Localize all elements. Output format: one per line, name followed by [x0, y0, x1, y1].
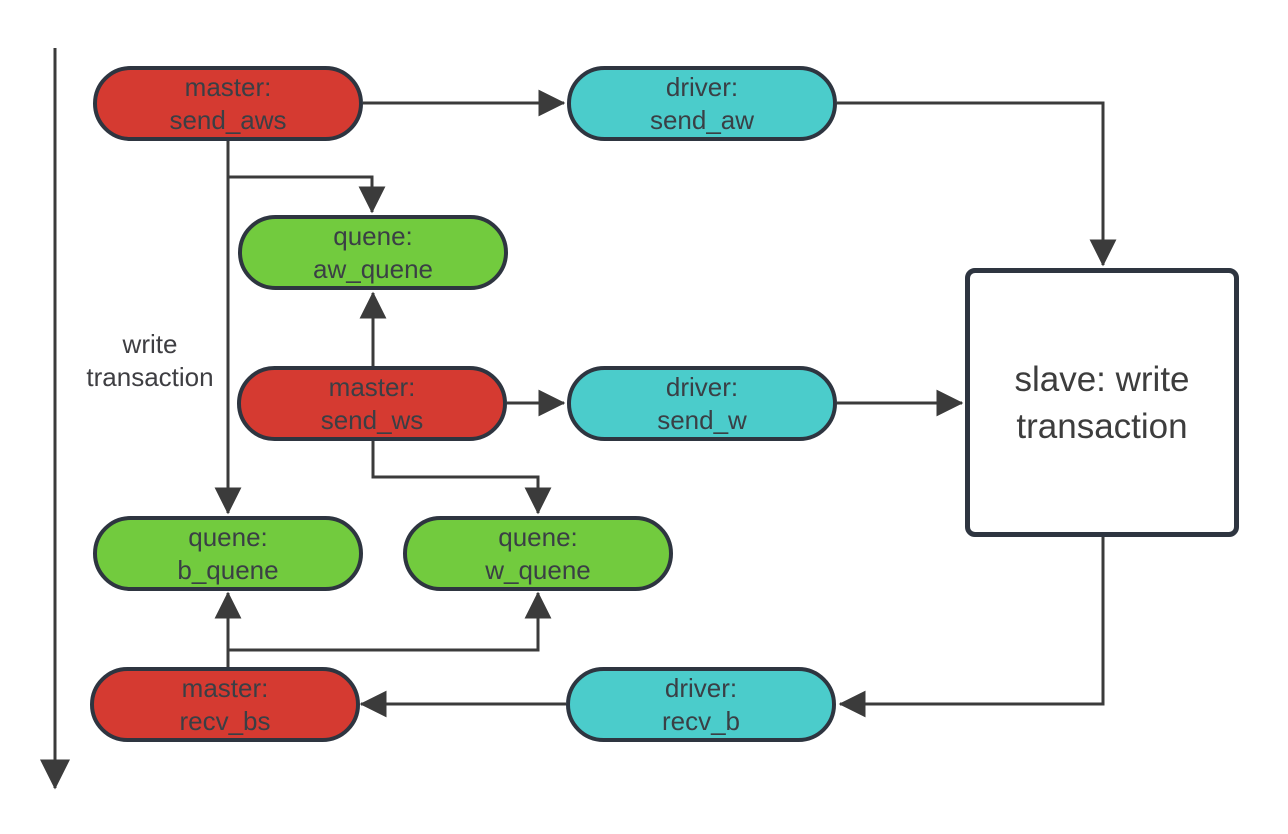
node-driver-send-w-line2: send_w	[657, 404, 747, 435]
node-quene-aw-quene-line1: quene:	[333, 220, 413, 251]
node-master-send-aws-line1: master:	[184, 71, 272, 102]
node-driver-recv-b-line1: driver:	[664, 672, 738, 703]
node-quene-b-quene-line2: b_quene	[177, 554, 279, 585]
node-driver-send-aw-line1: driver:	[665, 71, 739, 102]
edge-send-aw-to-slave	[837, 101, 1117, 267]
node-slave-write-transaction: slave: write transaction	[965, 268, 1239, 537]
node-quene-b-quene-line1: quene:	[188, 521, 268, 552]
write-transaction-label-line1: write	[122, 329, 178, 359]
node-quene-w-quene-line2: w_quene	[485, 554, 591, 585]
node-driver-recv-b: driver: recv_b	[566, 667, 836, 742]
node-master-recv-bs-line2: recv_bs	[179, 705, 271, 736]
node-driver-send-w-line1: driver:	[665, 371, 739, 402]
node-master-send-ws: master: send_ws	[237, 366, 507, 441]
node-master-send-aws: master: send_aws	[93, 66, 363, 141]
node-master-send-aws-line2: send_aws	[169, 104, 287, 135]
node-quene-aw-quene-line2: aw_quene	[313, 253, 433, 284]
node-driver-send-aw-line2: send_aw	[649, 104, 755, 135]
node-driver-recv-b-line2: recv_b	[661, 705, 741, 736]
node-master-send-ws-line2: send_ws	[320, 404, 424, 435]
node-quene-b-quene: quene: b_quene	[93, 516, 363, 591]
edge-slave-to-recv-b	[838, 537, 1105, 718]
write-transaction-label: write transaction	[58, 328, 242, 394]
write-transaction-label-line2: transaction	[86, 362, 214, 392]
node-driver-send-w: driver: send_w	[567, 366, 837, 441]
node-slave-write-transaction-label: slave: write transaction	[1014, 359, 1190, 446]
edge-send-aws-to-aw-quene	[228, 175, 386, 214]
node-quene-aw-quene: quene: aw_quene	[238, 215, 508, 290]
node-quene-w-quene-line1: quene:	[498, 521, 578, 552]
edge-recv-bs-to-w-quene	[228, 591, 552, 652]
node-master-send-ws-line1: master:	[328, 371, 416, 402]
node-master-recv-bs: master: recv_bs	[90, 667, 360, 742]
node-master-recv-bs-line1: master:	[181, 672, 269, 703]
node-quene-w-quene: quene: w_quene	[403, 516, 673, 591]
node-driver-send-aw: driver: send_aw	[567, 66, 837, 141]
edge-send-ws-to-w-quene	[371, 441, 552, 515]
